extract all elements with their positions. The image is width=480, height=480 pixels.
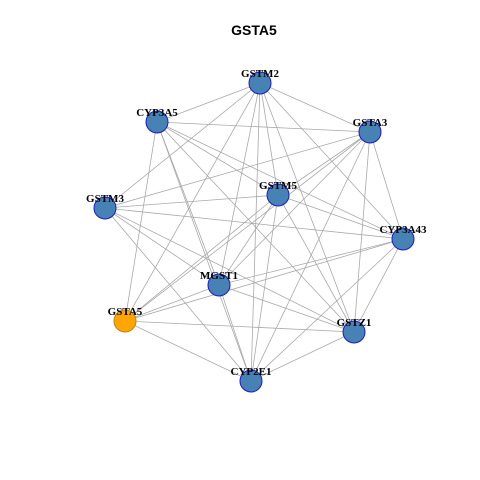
edge-cyp3a5-gsta5 (124, 121, 158, 322)
edge-gstm5-cyp2e1 (250, 194, 279, 382)
node-label-cyp3a5: CYP3A5 (136, 107, 178, 119)
edge-mgst1-gstz1 (218, 284, 355, 333)
edge-cyp3a43-gsta5 (124, 238, 404, 322)
node-gstm5 (266, 183, 290, 207)
edge-gstm2-gstz1 (259, 82, 355, 333)
node-gsta3 (358, 120, 382, 144)
edge-cyp3a5-cyp2e1 (156, 121, 252, 382)
node-layer (93, 71, 415, 393)
edge-cyp3a5-gstm5 (156, 121, 279, 196)
edge-gstm3-cyp2e1 (104, 207, 252, 382)
node-label-gstz1: GSTZ1 (337, 317, 372, 329)
node-label-gsta3: GSTA3 (353, 117, 388, 129)
edge-cyp3a5-gsta3 (156, 121, 371, 133)
node-mgst1 (207, 273, 231, 297)
edge-gsta3-cyp3a43 (369, 131, 404, 240)
node-label-gsta5: GSTA5 (108, 306, 143, 318)
edge-cyp3a5-mgst1 (156, 121, 220, 286)
edge-cyp3a5-gstz1 (156, 121, 355, 333)
edge-gstm2-gstm3 (104, 82, 261, 209)
edge-gstm2-gstm5 (259, 82, 279, 196)
label-layer: GSTM2CYP3A5GSTA3GSTM5GSTM3CYP3A43MGST1GS… (86, 68, 427, 378)
edge-gstz1-cyp2e1 (250, 331, 355, 382)
edge-gstm2-cyp3a43 (259, 82, 404, 240)
edge-gstm3-cyp3a43 (104, 207, 404, 240)
node-cyp3a43 (391, 227, 415, 251)
edge-cyp3a5-cyp3a43 (156, 121, 404, 240)
edge-gstm5-gstz1 (277, 194, 355, 333)
node-label-cyp2e1: CYP2E1 (231, 366, 272, 378)
edge-gstm5-cyp3a43 (277, 194, 404, 240)
edge-gstm2-gsta5 (124, 82, 261, 322)
node-gstz1 (342, 320, 366, 344)
node-gstm2 (248, 71, 272, 95)
edge-gsta3-gstm3 (104, 131, 371, 209)
node-cyp2e1 (239, 369, 263, 393)
diagram-title: GSTA5 (231, 22, 277, 38)
edge-gstm3-mgst1 (104, 207, 220, 286)
edge-gsta5-cyp2e1 (124, 320, 252, 382)
node-gsta5 (113, 309, 137, 333)
edge-gstm5-gsta5 (124, 194, 279, 322)
edge-gstm2-mgst1 (218, 82, 261, 286)
edge-gsta5-gstz1 (124, 320, 355, 333)
node-gstm3 (93, 196, 117, 220)
edge-gsta3-gstz1 (353, 131, 371, 333)
edge-gsta3-gstm5 (277, 131, 371, 196)
node-label-mgst1: MGST1 (200, 270, 238, 282)
node-label-gstm2: GSTM2 (241, 68, 279, 80)
edge-gsta3-gsta5 (124, 131, 371, 322)
edge-gstm3-gstz1 (104, 207, 355, 333)
node-label-gstm3: GSTM3 (86, 193, 124, 205)
edge-cyp3a43-gstz1 (353, 238, 404, 333)
node-label-gstm5: GSTM5 (259, 180, 297, 192)
node-cyp3a5 (145, 110, 169, 134)
edge-gstm5-gstm3 (104, 194, 279, 209)
edge-gsta3-cyp2e1 (250, 131, 371, 382)
edge-mgst1-gsta5 (124, 284, 220, 322)
edge-gstm2-cyp2e1 (250, 82, 261, 382)
edge-gstm2-gsta3 (259, 82, 371, 133)
edge-mgst1-cyp2e1 (218, 284, 252, 382)
edge-gsta3-mgst1 (218, 131, 371, 286)
node-label-cyp3a43: CYP3A43 (379, 224, 427, 236)
edge-gstm2-cyp3a5 (156, 82, 261, 123)
edge-cyp3a43-mgst1 (218, 238, 404, 286)
edge-layer (104, 82, 404, 382)
edge-cyp3a43-cyp2e1 (250, 238, 404, 382)
